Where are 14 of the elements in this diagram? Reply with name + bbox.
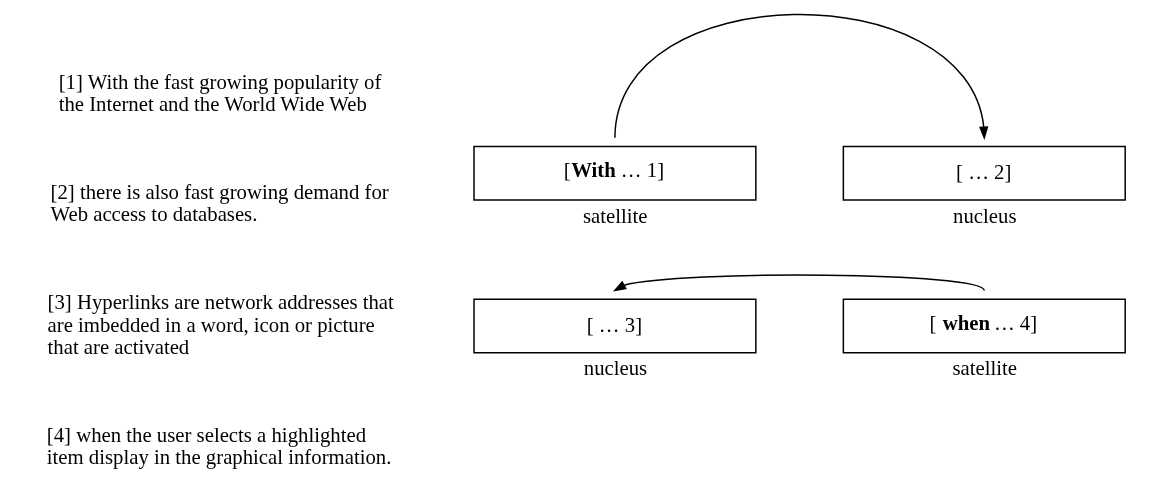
node-label: satellite (951, 357, 1017, 380)
node-label: nucleus (583, 357, 647, 380)
node-box: [ … 2] (842, 145, 1126, 201)
node-box: [ … 3] (472, 298, 757, 354)
label: [3] Hyperlinks are network addresses that are imbedded in a word, icon or picture that are activated (47, 291, 394, 358)
label: [4] when the user selects a highlighted item display in the graphical information. (46, 424, 391, 469)
node-label: nucleus (952, 204, 1017, 227)
node-label: satellite (582, 204, 648, 227)
arrow (612, 274, 985, 292)
node-box: [With … 1] (472, 145, 757, 201)
label: [2] there is also fast growing demand for Web access to databases. (50, 180, 389, 226)
node-box: [ when … 4] (842, 298, 1126, 354)
label: [1] With the fast growing popularity of the Internet and the World Wide Web (58, 71, 381, 116)
arrow (613, 13, 988, 140)
